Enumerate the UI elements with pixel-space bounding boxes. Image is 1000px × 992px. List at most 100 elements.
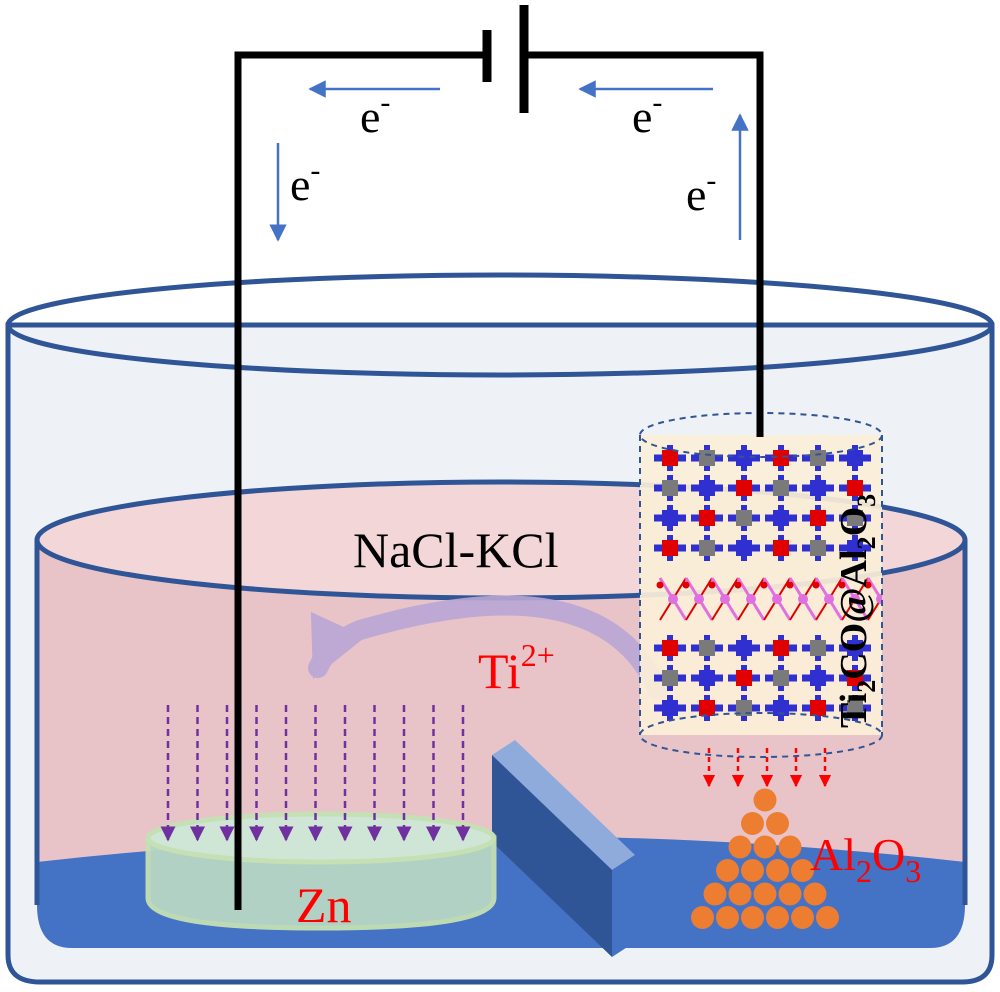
lattice-atom bbox=[847, 540, 863, 556]
electron-label-1: e- bbox=[360, 86, 390, 142]
lattice-atom bbox=[736, 450, 752, 466]
mesh-atom bbox=[798, 594, 808, 604]
particle bbox=[728, 835, 752, 859]
lattice-atom bbox=[847, 700, 863, 716]
right-wire bbox=[524, 51, 764, 437]
lattice-atom bbox=[662, 640, 678, 656]
lattice-atom bbox=[662, 450, 678, 466]
particle bbox=[753, 882, 777, 906]
lattice-atom bbox=[736, 670, 752, 686]
ti-ion-label: Ti2+ bbox=[478, 637, 555, 699]
lattice-atom bbox=[662, 670, 678, 686]
lattice-atom bbox=[699, 480, 715, 496]
zn-label: Zn bbox=[296, 877, 352, 933]
lattice-atom bbox=[810, 450, 826, 466]
mesh-atom bbox=[708, 581, 716, 589]
lattice-atom bbox=[699, 510, 715, 526]
lattice-atom bbox=[736, 640, 752, 656]
electron-label-3: e- bbox=[290, 154, 320, 210]
particle bbox=[691, 906, 714, 929]
particle bbox=[716, 906, 739, 929]
particle bbox=[816, 906, 839, 929]
ti-deposition-arrows bbox=[160, 705, 471, 842]
lattice-atom bbox=[736, 480, 752, 496]
particle bbox=[703, 882, 727, 906]
separator-wall bbox=[492, 740, 635, 957]
lattice-atom bbox=[810, 640, 826, 656]
lattice-atom bbox=[810, 510, 826, 526]
particle bbox=[791, 859, 814, 882]
mesh-atom bbox=[694, 594, 704, 604]
mesh-atom bbox=[824, 594, 834, 604]
lattice-atom bbox=[847, 510, 863, 526]
crystal-lattice bbox=[654, 445, 882, 721]
lattice-atom bbox=[810, 480, 826, 496]
lattice-atom bbox=[810, 700, 826, 716]
mesh-atom bbox=[656, 581, 664, 589]
particle bbox=[741, 859, 764, 882]
electron-label-4: e- bbox=[686, 164, 716, 220]
mesh-atom bbox=[786, 581, 794, 589]
lattice-atom bbox=[847, 450, 863, 466]
lattice-atom bbox=[810, 670, 826, 686]
lattice-atom bbox=[773, 510, 789, 526]
mesh-atom bbox=[668, 594, 678, 604]
electron-flow-arrows bbox=[269, 80, 749, 242]
anode-formula-label: Ti2CO@Al2O3 bbox=[833, 494, 881, 728]
particle bbox=[803, 882, 827, 906]
ti-ion-migration-arrow bbox=[308, 595, 668, 700]
particle bbox=[791, 906, 814, 929]
lattice-atom bbox=[810, 540, 826, 556]
lattice-atom bbox=[773, 670, 789, 686]
lattice-atom bbox=[736, 540, 752, 556]
lattice-atom bbox=[662, 700, 678, 716]
al2o3-label: Al2O3 bbox=[810, 829, 921, 889]
lattice-atom bbox=[773, 450, 789, 466]
mesh-atom bbox=[772, 594, 782, 604]
lattice-atom bbox=[773, 700, 789, 716]
particle bbox=[766, 812, 789, 835]
mesh-atom bbox=[734, 581, 742, 589]
lattice-atom bbox=[662, 510, 678, 526]
lattice-atom bbox=[736, 510, 752, 526]
lattice-atom bbox=[773, 480, 789, 496]
lattice-atom bbox=[773, 540, 789, 556]
lattice-atom bbox=[736, 700, 752, 716]
particle bbox=[778, 882, 802, 906]
mesh-atom bbox=[850, 594, 860, 604]
mesh-atom bbox=[760, 581, 768, 589]
lattice-atom bbox=[773, 640, 789, 656]
mesh-atom bbox=[864, 581, 872, 589]
lattice-atom bbox=[699, 640, 715, 656]
mesh-atom bbox=[838, 581, 846, 589]
particle bbox=[716, 859, 739, 882]
lattice-atom bbox=[662, 540, 678, 556]
circuit bbox=[234, 5, 764, 910]
lattice-atom bbox=[699, 450, 715, 466]
electrolyte-label: NaCl-KCl bbox=[353, 522, 559, 578]
particle bbox=[741, 906, 764, 929]
mesh-atom bbox=[876, 594, 882, 604]
lattice-atom bbox=[847, 480, 863, 496]
lattice-atom bbox=[662, 480, 678, 496]
lattice-atom bbox=[699, 540, 715, 556]
left-wire bbox=[234, 51, 487, 910]
particle bbox=[778, 835, 802, 859]
mesh-atom bbox=[682, 581, 690, 589]
mesh-atom bbox=[746, 594, 756, 604]
lattice-atom bbox=[847, 640, 863, 656]
lattice-atom bbox=[699, 700, 715, 716]
particle bbox=[766, 859, 789, 882]
particle bbox=[753, 788, 777, 812]
mesh-atom bbox=[720, 594, 730, 604]
al2o3-particle-pile bbox=[691, 788, 839, 929]
particle bbox=[766, 906, 789, 929]
lattice-atom bbox=[699, 670, 715, 686]
particle bbox=[753, 835, 777, 859]
mesh-atom bbox=[812, 581, 820, 589]
lattice-atom bbox=[847, 670, 863, 686]
electron-label-2: e- bbox=[632, 86, 662, 142]
al2o3-release-arrows bbox=[702, 748, 832, 788]
vessel-rim bbox=[5, 272, 995, 378]
